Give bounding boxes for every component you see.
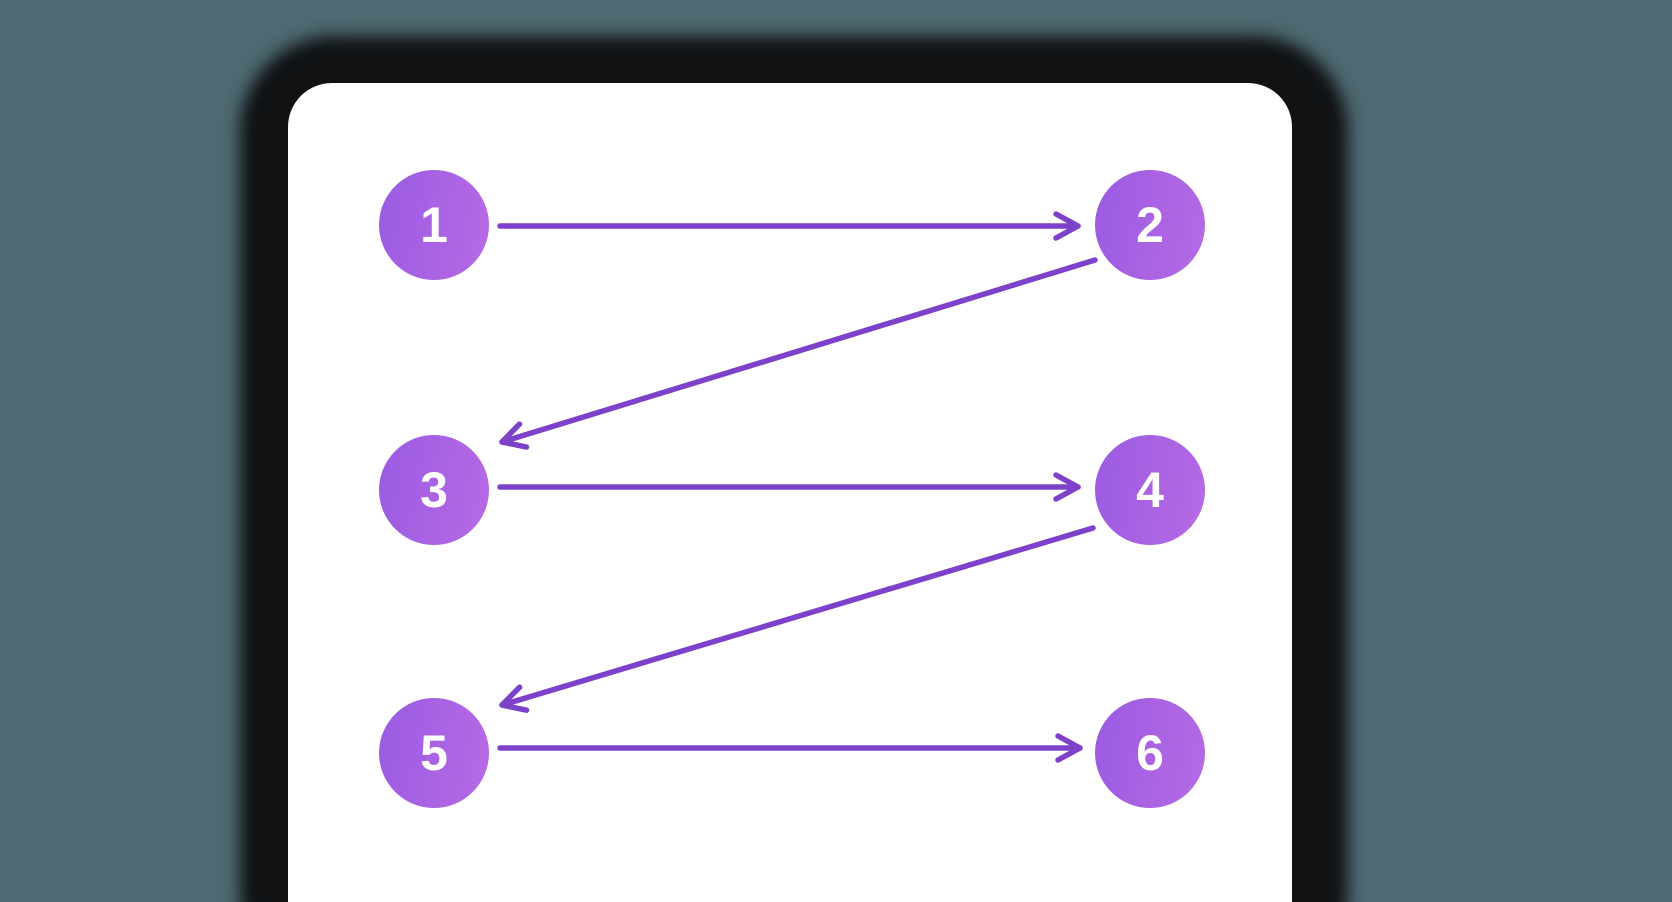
card: 1 2 3 4 5 6 — [288, 83, 1292, 902]
node-3: 3 — [379, 435, 489, 545]
node-6-label: 6 — [1136, 725, 1164, 781]
node-5-label: 5 — [420, 725, 448, 781]
node-1: 1 — [379, 170, 489, 280]
edge-4-5 — [499, 525, 1096, 713]
node-1-label: 1 — [420, 197, 448, 253]
node-2-label: 2 — [1136, 197, 1164, 253]
edge-2-3 — [499, 257, 1098, 450]
node-5: 5 — [379, 698, 489, 808]
node-4: 4 — [1095, 435, 1205, 545]
node-6: 6 — [1095, 698, 1205, 808]
node-4-label: 4 — [1136, 462, 1164, 518]
node-2: 2 — [1095, 170, 1205, 280]
node-3-label: 3 — [420, 462, 448, 518]
